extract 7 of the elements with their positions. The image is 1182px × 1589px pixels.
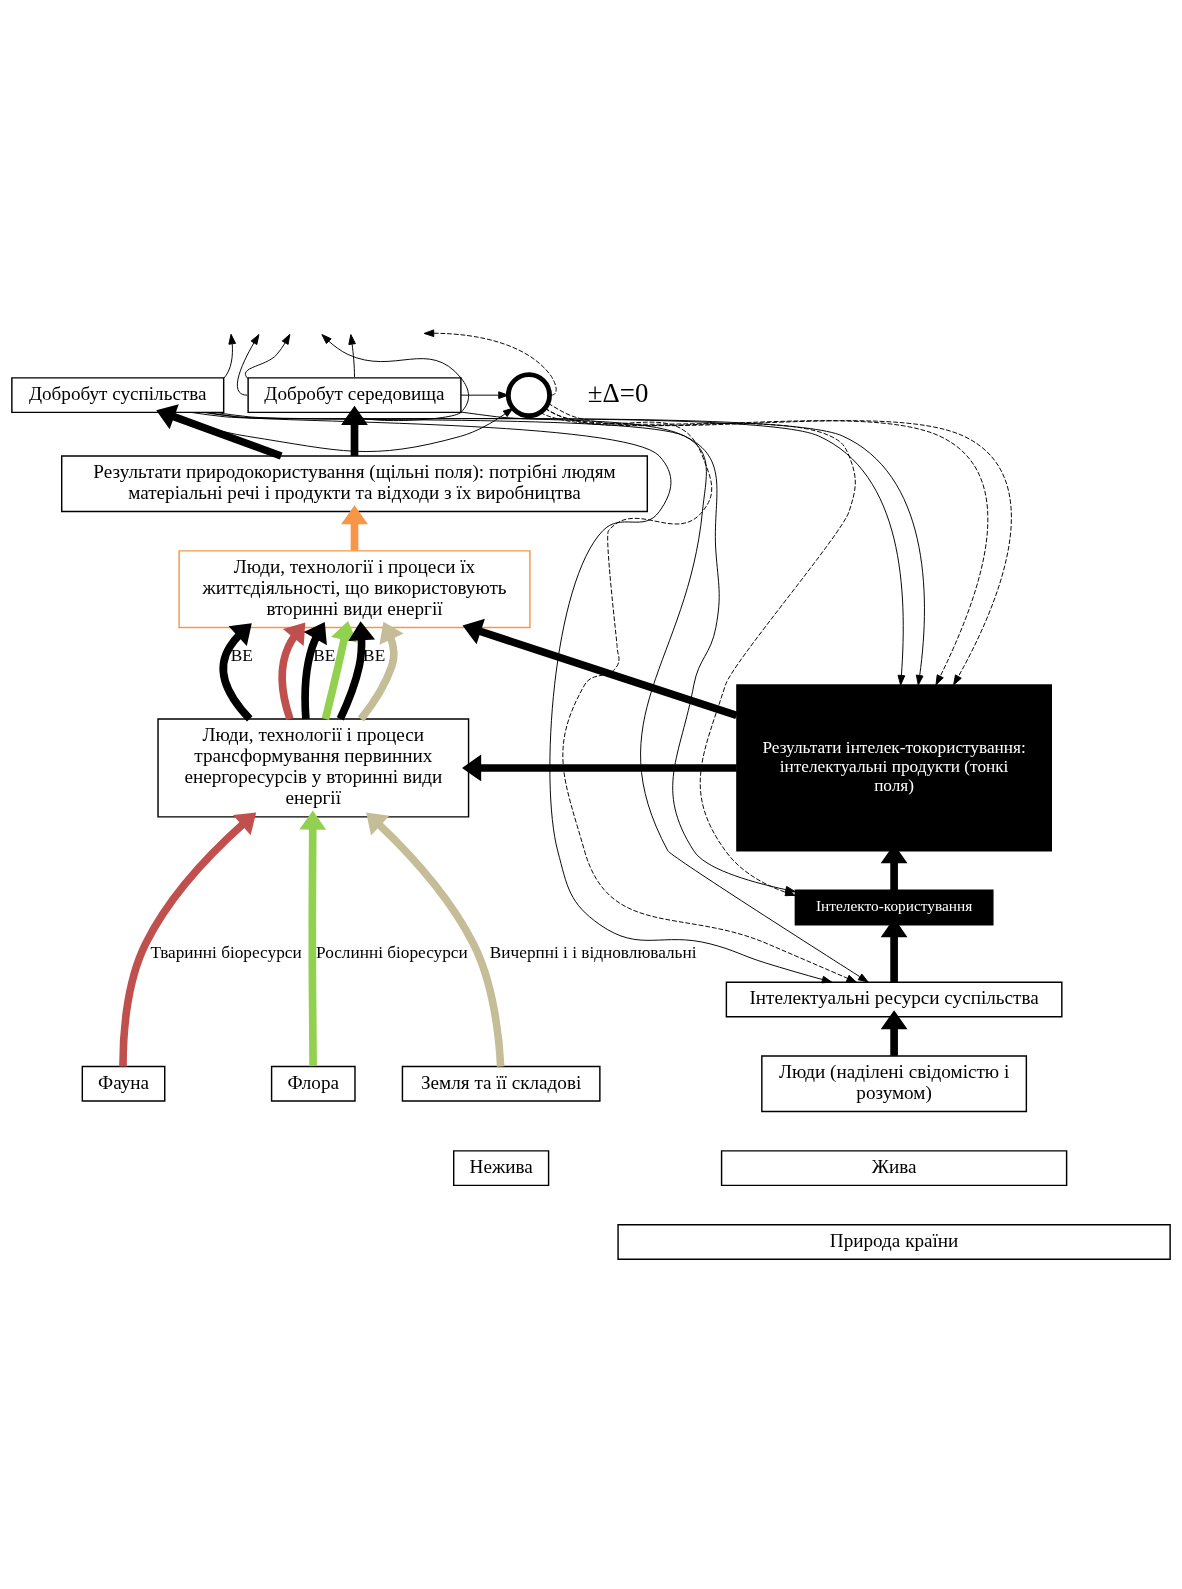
edge-label: ВЕ [230, 645, 253, 665]
edge-label: ВЕ [363, 645, 386, 665]
edge-label: Рослинні біоресурси [316, 942, 468, 962]
label: ±Δ=0 [587, 377, 649, 408]
edge-label: Вичерпні і і відновлювальні [489, 942, 697, 962]
edge-label: Тваринні біоресурси [150, 942, 302, 962]
edge-label: ВЕ [313, 645, 336, 665]
